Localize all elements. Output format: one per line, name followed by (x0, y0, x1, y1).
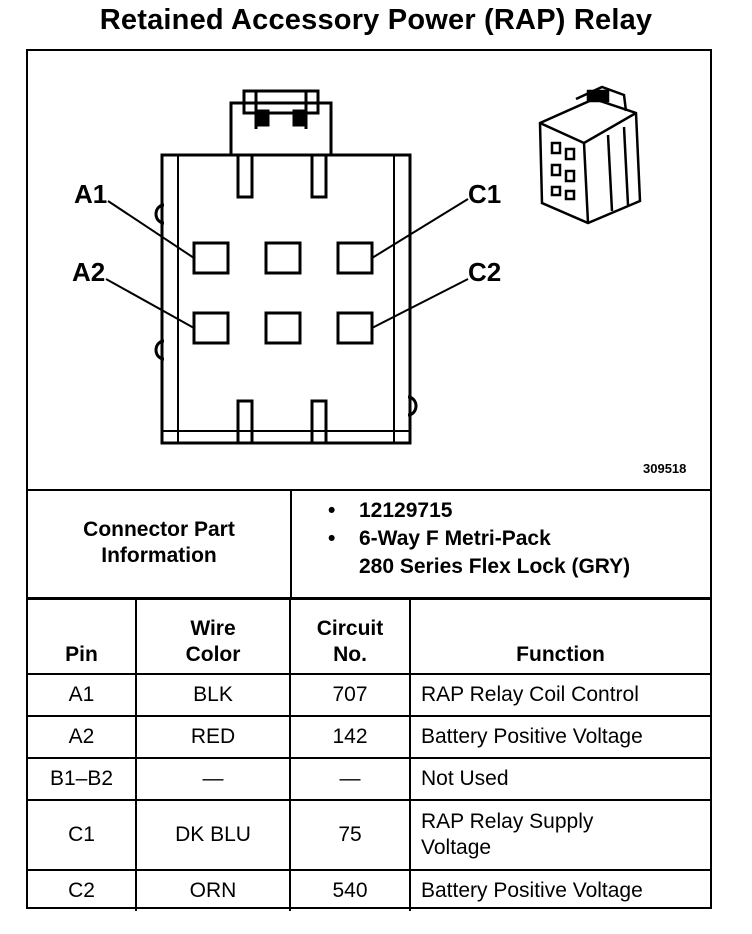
pin-label-c1: C1 (468, 179, 501, 209)
header-circuit-no: Circuit No. (289, 600, 411, 675)
connector-figure: A1 A2 C1 C2 309518 (28, 51, 710, 491)
pin-label-a1: A1 (74, 179, 107, 209)
function-cell: Battery Positive Voltage (409, 715, 710, 759)
wire-color-cell: RED (135, 715, 291, 759)
cavity-b1 (264, 241, 302, 275)
pin-cell: C1 (28, 799, 137, 871)
header-function: Function (409, 600, 710, 675)
part-number: 12129715 (359, 499, 453, 522)
pin-cavities (192, 241, 374, 345)
description-line2: 280 Series Flex Lock (GRY) (359, 555, 631, 578)
pin-label-c2: C2 (468, 257, 501, 287)
part-number-item: • 12129715 (328, 497, 630, 525)
cavity-b2 (264, 311, 302, 345)
table-row: B1–B2 — — Not Used (28, 757, 710, 801)
info-label-line1: Connector Part (83, 518, 235, 541)
function-cell: RAP Relay Coil Control (409, 673, 710, 717)
wire-color-cell: ORN (135, 869, 291, 911)
circuit-cell: 75 (289, 799, 411, 871)
table-row: C1 DK BLU 75 RAP Relay Supply Voltage (28, 799, 710, 871)
pin-label-a2: A2 (72, 257, 105, 287)
leader-lines (105, 198, 469, 329)
wire-color-cell: DK BLU (135, 799, 291, 871)
info-label-line2: Information (101, 544, 217, 567)
circuit-cell: 540 (289, 869, 411, 911)
function-cell: RAP Relay Supply Voltage (409, 799, 710, 871)
pin-table-header: Pin Wire Color Circuit No. Function (28, 600, 710, 675)
connector-body (154, 153, 418, 445)
table-row: C2 ORN 540 Battery Positive Voltage (28, 869, 710, 911)
circuit-cell: — (289, 757, 411, 801)
bullet: • (328, 527, 336, 550)
function-cell: Battery Positive Voltage (409, 869, 710, 911)
connector-info-list: • 12129715 • 6-Way F Metri-Pack 280 Seri… (328, 497, 630, 581)
header-pin: Pin (28, 600, 137, 675)
connector-latch (229, 89, 333, 157)
pin-table: Pin Wire Color Circuit No. Function A1 B… (28, 600, 710, 911)
cavity-a2 (192, 311, 230, 345)
page-title: Retained Accessory Power (RAP) Relay (99, 4, 653, 36)
wire-color-cell: — (135, 757, 291, 801)
bullet: • (328, 499, 336, 522)
header-wire-color: Wire Color (135, 600, 291, 675)
connector-isometric-view (538, 85, 642, 225)
connector-sheet: A1 A2 C1 C2 309518 (26, 49, 712, 911)
cavity-c1 (336, 241, 374, 275)
function-line2: Voltage (421, 836, 492, 859)
function-cell: Not Used (409, 757, 710, 801)
description-line1: 6-Way F Metri-Pack (359, 527, 551, 550)
pin-cell: B1–B2 (28, 757, 137, 801)
pin-cell: A1 (28, 673, 137, 717)
connector-face-drawing: A1 A2 C1 C2 309518 (72, 85, 686, 476)
pin-cell: C2 (28, 869, 137, 911)
description-item: • 6-Way F Metri-Pack 280 Series Flex Loc… (328, 525, 630, 581)
wire-color-cell: BLK (135, 673, 291, 717)
table-row: A2 RED 142 Battery Positive Voltage (28, 715, 710, 759)
pin-cell: A2 (28, 715, 137, 759)
circuit-cell: 707 (289, 673, 411, 717)
connector-info-label: Connector Part Information (28, 489, 292, 597)
table-row: A1 BLK 707 RAP Relay Coil Control (28, 673, 710, 717)
connector-part-info: Connector Part Information • 12129715 • … (28, 489, 710, 600)
cavity-a1 (192, 241, 230, 275)
function-line1: RAP Relay Supply (421, 810, 594, 833)
figure-id: 309518 (643, 461, 686, 476)
circuit-cell: 142 (289, 715, 411, 759)
cavity-c2 (336, 311, 374, 345)
